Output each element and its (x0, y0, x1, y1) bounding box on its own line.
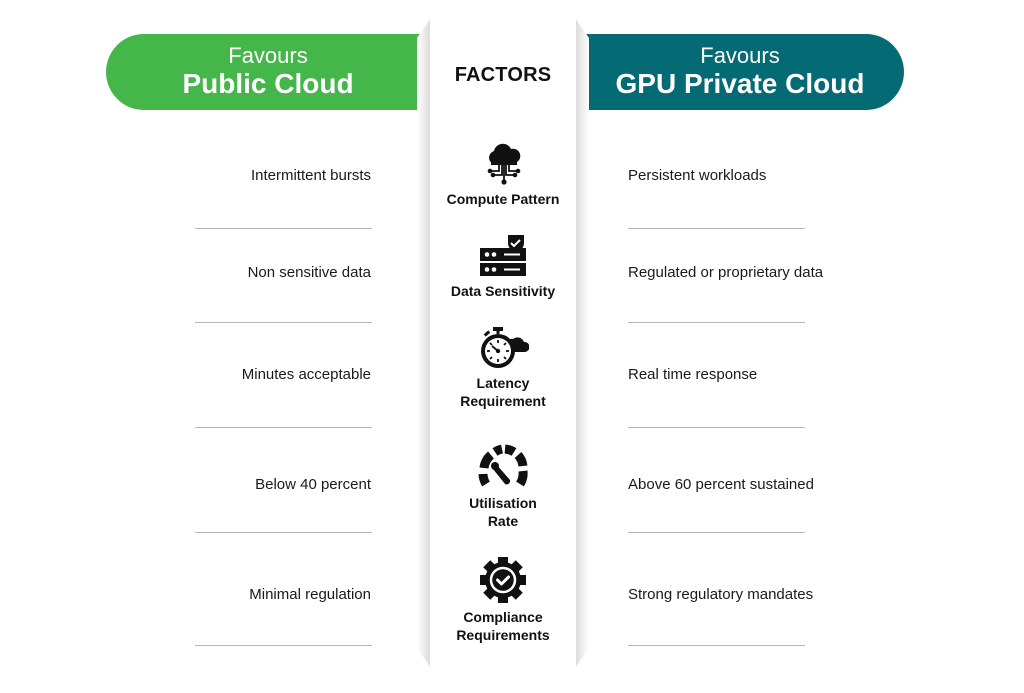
gauge-icon (478, 444, 528, 487)
row-divider (628, 645, 805, 646)
row-divider (195, 532, 372, 533)
row-divider (195, 645, 372, 646)
private-latency: Real time response (628, 366, 758, 383)
factor-latency-requirement: Latency Requirement (430, 326, 576, 410)
private-compute-pattern: Persistent workloads (628, 167, 767, 184)
public-cloud-header: Favours Public Cloud (106, 34, 430, 110)
row-divider (628, 532, 805, 533)
row-divider (195, 427, 372, 428)
factor-data-sensitivity: Data Sensitivity (430, 232, 576, 300)
stopwatch-cloud-icon (481, 327, 529, 368)
row-divider (195, 228, 372, 229)
factor-utilisation-rate: Utilisation Rate (430, 444, 576, 530)
center-column-shadow-right (575, 18, 589, 668)
secure-server-icon (480, 235, 526, 276)
factor-compliance-requirements: Compliance Requirements (430, 556, 576, 644)
row-divider (628, 427, 805, 428)
row-divider (195, 322, 372, 323)
public-utilisation: Below 40 percent (255, 476, 371, 493)
private-cloud-header-sub: Favours (700, 43, 780, 68)
public-latency: Minutes acceptable (241, 366, 371, 383)
private-utilisation: Above 60 percent sustained (628, 476, 814, 493)
cloud-network-icon (487, 143, 521, 185)
factor-label: Compliance Requirements (456, 609, 550, 643)
public-cloud-header-title: Public Cloud (182, 68, 354, 99)
private-cloud-header-title: GPU Private Cloud (615, 68, 865, 99)
factor-label: Latency Requirement (460, 375, 546, 409)
factor-label: Data Sensitivity (450, 283, 556, 299)
private-data-sensitivity: Regulated or proprietary data (628, 264, 824, 281)
private-cloud-header: Favours GPU Private Cloud (576, 34, 904, 110)
factor-label: Compute Pattern (446, 191, 560, 207)
public-compute-pattern: Intermittent bursts (250, 167, 371, 184)
private-compliance: Strong regulatory mandates (628, 586, 814, 603)
public-cloud-header-sub: Favours (228, 43, 308, 68)
factor-compute-pattern: Compute Pattern (430, 140, 576, 208)
center-column-shadow-left (417, 18, 431, 668)
public-data-sensitivity: Non sensitive data (247, 264, 371, 281)
factor-label: Utilisation Rate (469, 495, 537, 529)
row-divider (628, 228, 805, 229)
row-divider (628, 322, 805, 323)
gear-check-icon (480, 557, 526, 603)
factors-title: FACTORS (454, 64, 552, 86)
public-compliance: Minimal regulation (249, 586, 371, 603)
